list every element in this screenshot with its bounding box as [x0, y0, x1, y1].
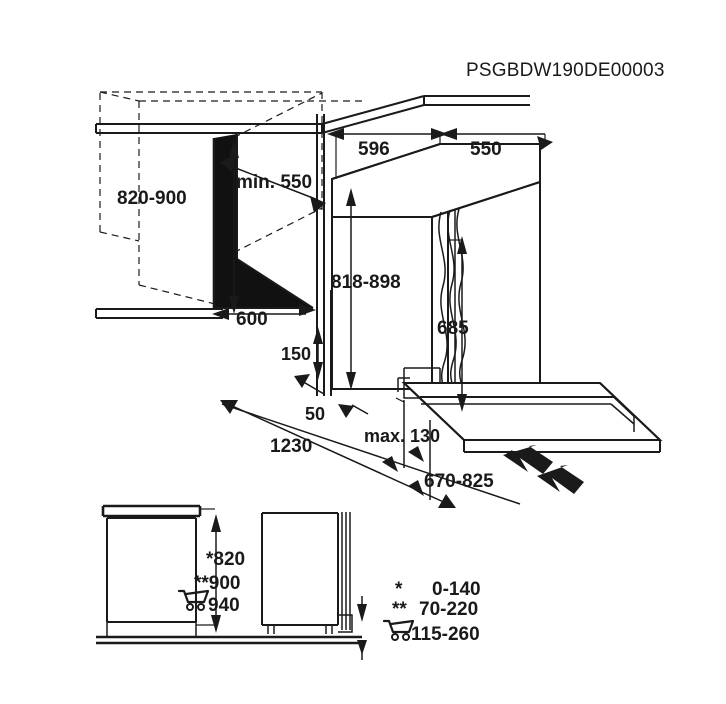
door-hinge-detail [403, 367, 441, 383]
dimension-label-door-swing-depth: 670-825 [424, 471, 494, 492]
dimension-label-appliance-width: 596 [358, 139, 390, 160]
dimension-label-appliance-height: 818-898 [331, 272, 401, 293]
main-isometric-view: 820-900 min. 550 600 [95, 91, 663, 508]
dimension-550: 550 [440, 128, 553, 160]
cabinet-floor-rail [95, 308, 223, 319]
lower-height-dimension: *820 **900 940 [177, 514, 245, 633]
door-swing-arrow-right [537, 465, 584, 494]
dimension-818-898: 818-898 [331, 188, 401, 390]
dimension-label-niche-depth: min. 550 [236, 172, 312, 193]
dimension-label-plinth-recess-prefix: max. 130 [364, 426, 440, 446]
worktop-slab [95, 95, 530, 134]
legend-marker-double-star: ** [392, 599, 407, 620]
shopping-cart-icon [177, 589, 210, 611]
dimension-min-550: min. 550 [220, 155, 326, 213]
document-code: PSGBDW190DE00003 [466, 60, 665, 81]
floor-reference-line [221, 403, 521, 505]
dimension-label-niche-height: 820-900 [117, 188, 187, 209]
dimension-596: 596 [327, 128, 448, 179]
legend-range-single-star: 0-140 [432, 579, 481, 600]
side-elevation-view [261, 512, 353, 634]
dimension-685: 685 [437, 236, 469, 412]
dimension-label-door-open-clearance: 1230 [270, 436, 312, 457]
dimension-label-height-doublestar: **900 [194, 573, 241, 594]
dimension-600: 600 [212, 304, 316, 330]
niche-opening-fill [214, 134, 313, 308]
dimension-label-services-offset: 50 [305, 404, 325, 424]
legend-marker-single-star: * [395, 579, 403, 600]
dimension-label-height-cart: 940 [208, 595, 240, 616]
dimension-label-height-star: *820 [206, 549, 245, 570]
legend-range-double-star: 70-220 [419, 599, 478, 620]
dimension-label-door-panel-height: 685 [437, 318, 469, 339]
dimension-label-services-height: 150 [281, 344, 311, 364]
dimension-150: 150 [281, 327, 323, 380]
plinth-gap-arrow [357, 596, 367, 660]
legend-range-cart: 115-260 [411, 624, 480, 645]
niche-edges [212, 134, 314, 309]
dimension-label-appliance-depth: 550 [470, 139, 502, 160]
dimension-820-900: 820-900 [117, 140, 239, 314]
dimension-label-niche-width: 600 [236, 309, 268, 330]
front-elevation-view [96, 504, 362, 645]
door-swing-arrow [503, 445, 553, 474]
hidden-construction-lines [99, 91, 366, 307]
dimension-max-130: max. 130 [364, 397, 440, 472]
dimension-670-825: 670-825 [408, 420, 584, 500]
dimension-50: 50 [294, 374, 369, 424]
open-door-panel [397, 377, 663, 453]
plinth-height-legend: * 0-140 ** 70-220 115-260 [382, 579, 481, 645]
legend-shopping-cart-icon [382, 619, 415, 641]
break-line-wavy [438, 208, 466, 386]
